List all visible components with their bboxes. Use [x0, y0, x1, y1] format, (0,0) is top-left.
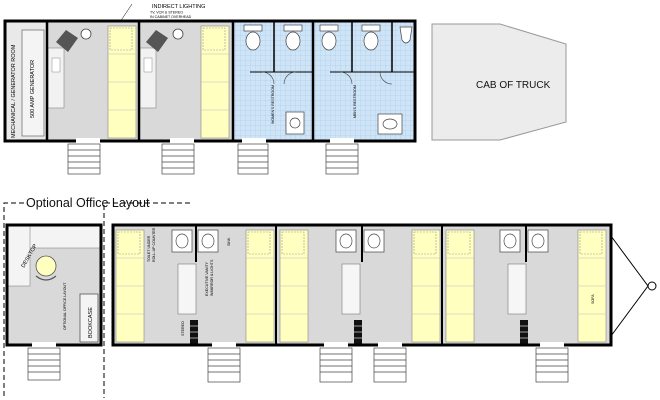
cab-label: CAB OF TRUCK: [476, 80, 551, 91]
office-chair-icon: [35, 255, 57, 281]
office-stairs: [27, 347, 61, 381]
womens-restroom-label: WOMEN'S RESTROOM: [271, 85, 275, 124]
tv-vcr-label-line2: IN CABINET OVERHEAD: [150, 15, 192, 19]
mens-toilet-icon: [319, 24, 339, 51]
bedroom-2-chair-icon: [146, 28, 184, 52]
bedroom-1-counter: [47, 47, 65, 109]
optional-office-title: Optional Office Layout: [26, 196, 150, 210]
generator-unit: [21, 29, 45, 137]
bookcase: [79, 293, 99, 343]
womens-toilet-icon: [243, 24, 263, 51]
cab-of-truck: CAB OF TRUCK: [431, 23, 567, 141]
bedroom-1-ottoman: [109, 27, 133, 51]
top-trailer-outer-wall: [3, 19, 417, 143]
stereo-label: STEREO: [181, 321, 185, 336]
tv-vcr-label-line1: TV, VCR & STEREO: [150, 11, 183, 15]
bedroom-1-chair-icon: [56, 28, 92, 52]
bedroom-2-counter: [139, 47, 157, 109]
vanity-label-line2: W/MIRROR & LIGHTS: [210, 259, 214, 296]
bottom-trailer: TOILET UNDER ROLL-UP COUNTER SINK EXECUT…: [111, 223, 657, 383]
indirect-lighting-label: INDIRECT LIGHTING: [152, 4, 205, 10]
trailer-hitch: [610, 235, 657, 337]
bedroom-2-ottoman: [202, 27, 226, 51]
vanity-table: [177, 263, 527, 315]
mens-sink-icon: [377, 113, 403, 135]
sink-icon: [171, 229, 549, 253]
womens-sink-icon: [285, 111, 305, 135]
sofa-label: SOFA: [591, 294, 595, 304]
mens-toilet-icon: [361, 24, 381, 51]
bottom-stairs: [207, 347, 569, 383]
top-stairs: [67, 143, 359, 175]
toilet-label-line1: TOILET UNDER: [147, 235, 151, 262]
sink-label: SINK: [227, 237, 231, 246]
womens-toilet-icon: [283, 24, 303, 51]
generator-label: 500 AMP GENERATOR: [30, 60, 36, 118]
toilet-label-line2: ROLL-UP COUNTER: [152, 227, 156, 262]
office-room-label: OPTIONAL OFFICE LAYOUT: [63, 282, 67, 330]
bookcase-label: BOOKCASE: [88, 307, 94, 338]
mechanical-room-label: MECHANICAL / GENERATOR ROOM: [11, 44, 17, 138]
vanity-label-line1: EXECUTIVE VANITY: [205, 261, 209, 296]
lighting-annotation: INDIRECT LIGHTING TV, VCR & STEREO IN CA…: [119, 3, 205, 23]
mens-restroom-label: MEN'S RESTROOM: [353, 85, 357, 118]
urinal-icon: [399, 26, 413, 44]
optional-office: Optional Office Layout DESKTOP OPTIONAL …: [3, 196, 190, 398]
top-trailer: MECHANICAL / GENERATOR ROOM 500 AMP GENE…: [3, 19, 417, 175]
